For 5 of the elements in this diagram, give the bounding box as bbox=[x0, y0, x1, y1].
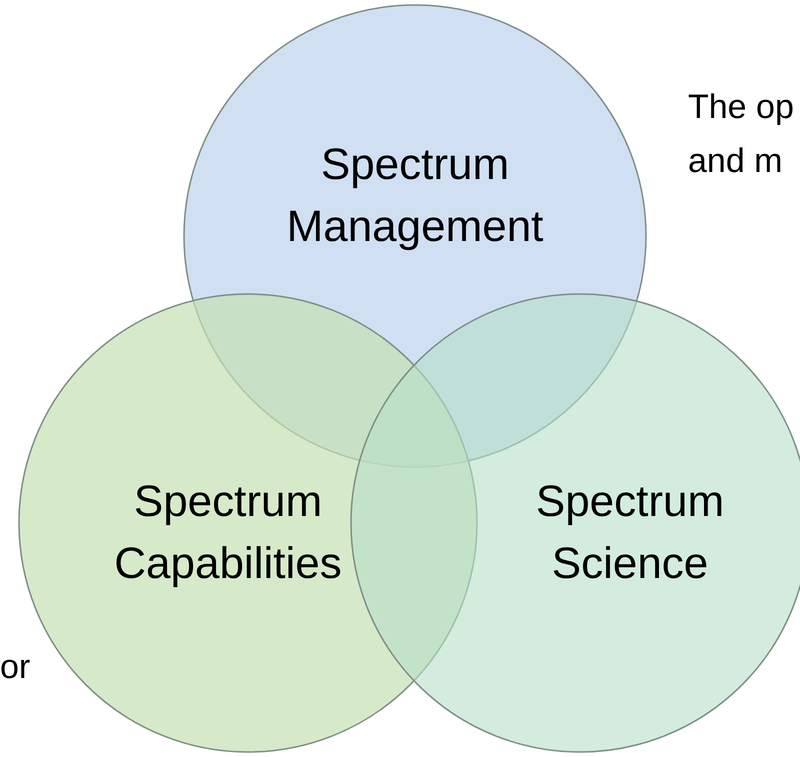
circle-label: Spectrum Capabilities bbox=[113, 476, 343, 590]
circle-label: Spectrum Management bbox=[286, 139, 544, 253]
circle-label: Spectrum Science bbox=[534, 476, 726, 590]
note-text: or bbox=[0, 647, 32, 688]
note-text: The op and m bbox=[688, 87, 795, 182]
